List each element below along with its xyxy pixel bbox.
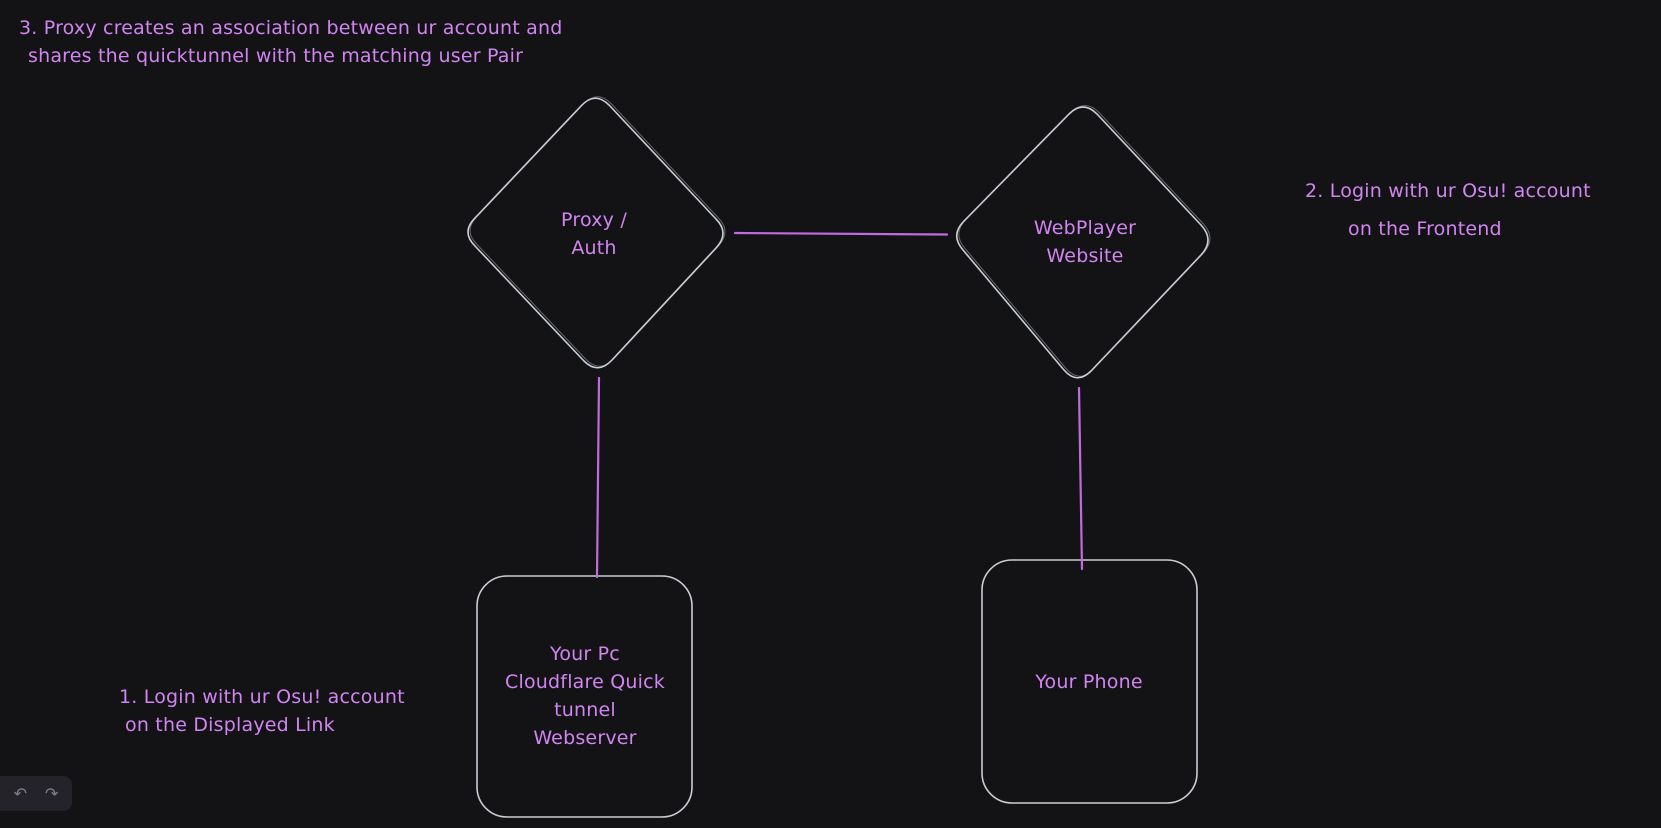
- annotation-step1[interactable]: 1. Login with ur Osu! account on the Dis…: [119, 683, 405, 739]
- proxy-auth-label[interactable]: Proxy / Auth: [561, 206, 627, 262]
- webplayer-label-line2: Website: [1046, 245, 1124, 267]
- annotation-step3-line2: shares the quicktunnel with the matching…: [28, 45, 524, 67]
- annotation-step1-line2: on the Displayed Link: [125, 714, 335, 736]
- proxy-auth-label-line2: Auth: [571, 237, 617, 259]
- phone-label[interactable]: Your Phone: [1035, 668, 1142, 696]
- annotation-step3-line1: 3. Proxy creates an association between …: [19, 17, 563, 39]
- pc-tunnel-label-line1: Your Pc: [550, 643, 620, 665]
- edge-proxy-webplayer[interactable]: [733, 231, 949, 236]
- phone-label-line1: Your Phone: [1035, 671, 1143, 693]
- proxy-auth-label-line1: Proxy /: [561, 209, 627, 231]
- webplayer-label-line1: WebPlayer: [1033, 217, 1137, 239]
- edge-webplayer-phone[interactable]: [1077, 386, 1084, 571]
- annotation-step2-line2: on the Frontend: [1348, 218, 1502, 240]
- redo-icon[interactable]: ↷: [45, 783, 59, 803]
- undo-icon[interactable]: ↶: [13, 783, 27, 803]
- annotation-step2-line1: 2. Login with ur Osu! account: [1305, 180, 1591, 202]
- pc-tunnel-label-line4: Webserver: [533, 727, 637, 749]
- webplayer-diamond[interactable]: [955, 106, 1209, 379]
- annotation-step1-line1: 1. Login with ur Osu! account: [119, 686, 405, 708]
- annotation-step2[interactable]: 2. Login with ur Osu! account on the Fro…: [1305, 172, 1591, 248]
- webplayer-label[interactable]: WebPlayer Website: [1034, 214, 1136, 270]
- phone-rect[interactable]: [981, 559, 1198, 804]
- proxy-auth-diamond[interactable]: [467, 97, 724, 369]
- undo-redo-island: ↶ ↷: [0, 776, 72, 811]
- pc-tunnel-label-line3: tunnel: [554, 699, 616, 721]
- annotation-step3[interactable]: 3. Proxy creates an association between …: [19, 14, 562, 70]
- pc-tunnel-label-line2: Cloudflare Quick: [505, 671, 665, 693]
- edge-proxy-pctunnel[interactable]: [595, 376, 601, 579]
- pc-tunnel-label[interactable]: Your Pc Cloudflare Quick tunnel Webserve…: [505, 640, 665, 752]
- pc-tunnel-rect[interactable]: [476, 575, 693, 818]
